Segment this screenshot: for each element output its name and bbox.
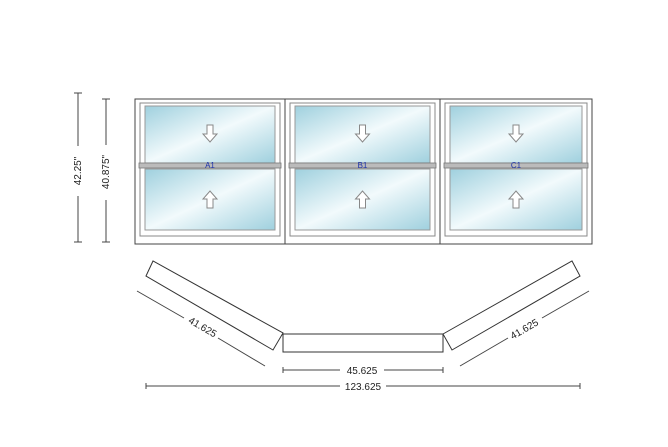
arrow-down-icon [507, 124, 525, 143]
overall-height-label: 42.25" [73, 156, 84, 185]
right-unit-plan [442, 260, 581, 351]
overall-height-dimension: 42.25" [73, 92, 84, 243]
arrow-down-icon [354, 124, 371, 143]
meeting-rail [443, 162, 589, 169]
unit-label: B1 [358, 161, 368, 170]
unit-label: A1 [205, 161, 215, 170]
right-width-label: 41.625 [509, 317, 541, 342]
window-unit[interactable]: A1 [134, 98, 286, 245]
frame-height-dimension: 40.875" [101, 98, 112, 243]
overall-width-dimension: 123.625 [145, 382, 581, 393]
window-unit[interactable]: C1 [439, 98, 593, 245]
left-width-dimension: 41.625 [136, 290, 266, 367]
unit-label: C1 [511, 161, 522, 170]
arrow-up-icon [354, 190, 371, 209]
center-width-label: 45.625 [347, 366, 378, 377]
left-unit-plan [145, 260, 284, 351]
window-unit[interactable]: B1 [284, 98, 441, 245]
plan-view: 41.625 41.625 45.625 123.625 [136, 260, 590, 393]
frame-height-label: 40.875" [101, 154, 112, 189]
arrow-down-icon [201, 124, 219, 143]
overall-width-label: 123.625 [345, 382, 382, 393]
meeting-rail [288, 162, 437, 169]
meeting-rail [138, 162, 282, 169]
center-width-dimension: 45.625 [282, 366, 444, 377]
left-width-label: 41.625 [186, 315, 218, 340]
right-width-dimension: 41.625 [459, 290, 590, 367]
arrow-up-icon [201, 190, 219, 209]
arrow-up-icon [507, 190, 525, 209]
center-unit-plan [282, 333, 444, 353]
